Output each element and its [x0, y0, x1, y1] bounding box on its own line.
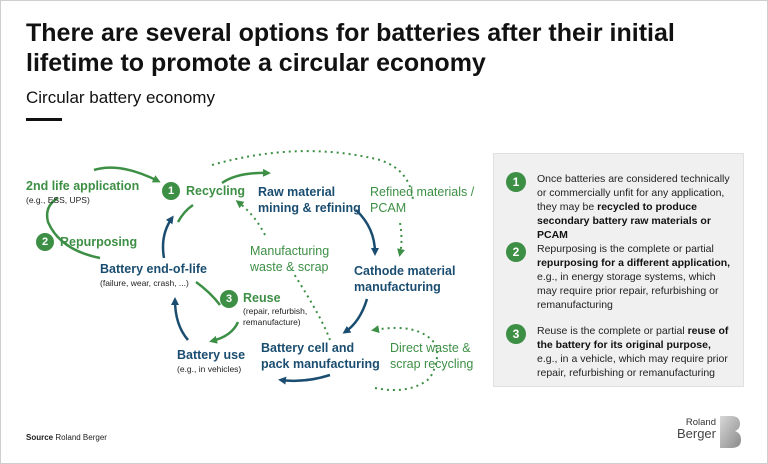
dotted-recycling-to-refined [211, 150, 414, 201]
panel-badge-3: 3 [506, 324, 526, 344]
badge-repurposing: 2 [36, 233, 54, 251]
dotted-direct-waste-loop [371, 325, 439, 391]
company-logo-text: Roland Berger [676, 417, 716, 441]
explanation-panel: 1 Once batteries are considered technica… [493, 153, 744, 387]
reuse-note-1: (repair, refurbish, [243, 306, 308, 316]
arrow-eol-to-repurposing [45, 196, 101, 260]
company-logo-icon [720, 416, 741, 448]
cell-pack-label-2: pack manufacturing [261, 357, 380, 371]
arrow-cell-to-use [278, 373, 331, 385]
manufacturing-waste-label-1: Manufacturing [250, 244, 330, 258]
battery-use-note: (e.g., in vehicles) [177, 364, 242, 374]
source-note: Source Roland Berger [26, 433, 107, 442]
arrow-cathode-to-cell [342, 298, 369, 334]
reuse-note-2: remanufacture) [243, 317, 301, 327]
panel-text-3: Reuse is the complete or partial reuse o… [537, 325, 729, 379]
direct-waste-label-2: scrap recycling [390, 357, 474, 371]
arrow-raw-to-cathode [355, 209, 379, 256]
second-life-label: 2nd life application [26, 179, 140, 193]
arrow-reuse-to-use [209, 321, 240, 344]
raw-material-label-2: mining & refining [258, 201, 361, 215]
cathode-label-1: Cathode material [354, 264, 456, 278]
arrow-eol-to-recycling [161, 215, 174, 259]
badge-recycling: 1 [162, 182, 180, 200]
second-life-note: (e.g., ESS, UPS) [26, 195, 90, 205]
cathode-label-2: manufacturing [354, 280, 441, 294]
panel-text-2: Repurposing is the complete or partial r… [537, 243, 731, 311]
dotted-refined-to-cathode [397, 222, 405, 257]
reuse-label: Reuse [243, 291, 281, 305]
battery-use-label: Battery use [177, 348, 246, 362]
end-of-life-note: (failure, wear, crash, ...) [100, 278, 189, 288]
panel-badge-2: 2 [506, 242, 526, 262]
recycling-label: Recycling [186, 184, 246, 198]
panel-text-1: Once batteries are considered technicall… [537, 173, 730, 241]
arrow-eol-to-reuse [195, 280, 221, 306]
arrow-repurposing-to-2nd-life [93, 166, 161, 183]
refined-materials-label-2: PCAM [370, 201, 407, 215]
panel-badge-1: 1 [506, 172, 526, 192]
page-title: There are several options for batteries … [26, 19, 675, 77]
refined-materials-label-1: Refined materials / [370, 185, 475, 199]
arrow-use-to-eol [171, 297, 189, 341]
badge-reuse: 3 [220, 290, 238, 308]
raw-material-label-1: Raw material [258, 185, 336, 199]
dotted-cell-to-waste [293, 273, 331, 341]
title-rule [26, 118, 62, 121]
end-of-life-label: Battery end-of-life [100, 262, 207, 276]
manufacturing-waste-label-2: waste & scrap [250, 260, 329, 274]
arrow-recycling-up [176, 203, 194, 223]
repurposing-label: Repurposing [60, 235, 138, 249]
arrow-recycling-to-raw [221, 168, 271, 185]
cell-pack-label-1: Battery cell and [261, 341, 355, 355]
page-subtitle: Circular battery economy [26, 88, 215, 107]
direct-waste-label-1: Direct waste & [390, 341, 471, 355]
